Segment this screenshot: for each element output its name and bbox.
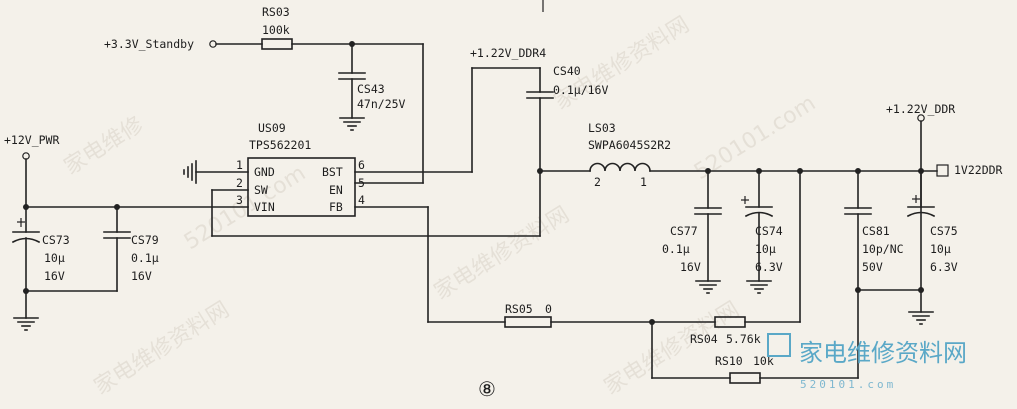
rs10-ref: RS10 (715, 354, 743, 368)
pin-name: GND (254, 165, 275, 179)
net-label-pwr12: +12V_PWR (4, 133, 59, 147)
cs81-value: 10p/NC (862, 242, 904, 256)
cs74-value: 10μ (755, 242, 776, 256)
svg-text:家电维修: 家电维修 (60, 112, 148, 180)
rs04-value: 5.76k (726, 332, 761, 346)
svg-text:520101.com: 520101.com (180, 161, 310, 255)
rs03-value: 100k (262, 23, 290, 37)
pin-name: EN (329, 183, 343, 197)
rs05-ref: RS05 (505, 302, 533, 316)
ground-symbol (339, 117, 365, 131)
logo-site: 520101.com (800, 378, 896, 391)
net-label-standby: +3.3V_Standby (104, 37, 194, 51)
svg-text:家电维修资料网: 家电维修资料网 (430, 202, 574, 305)
pin-num: 2 (236, 176, 243, 190)
ls03-part: SWPA6045S2R2 (588, 138, 671, 152)
ic-us09-body (247, 157, 356, 217)
resistor-rs03 (261, 38, 293, 50)
figure-number: ⑧ (478, 377, 496, 401)
ls03-ref: LS03 (588, 121, 616, 135)
pin-num: 6 (358, 158, 365, 172)
rs05-value: 0 (545, 302, 552, 316)
pin-name: VIN (254, 200, 275, 214)
pin-num: 4 (358, 193, 365, 207)
cs81-ref: CS81 (862, 224, 890, 238)
ls03-pin: 2 (594, 175, 601, 189)
cs40-ref: CS40 (553, 64, 581, 78)
cs43-ref: CS43 (357, 82, 385, 96)
cs75-voltage: 6.3V (930, 260, 958, 274)
inductor-ls03 (589, 162, 651, 172)
cs79-voltage: 16V (131, 269, 152, 283)
cs77-voltage: 16V (680, 260, 701, 274)
cs79-value: 0.1μ (131, 251, 159, 265)
pin-num: 3 (236, 193, 243, 207)
pin-name: SW (254, 183, 268, 197)
logo-text: 家电维修资料网 (799, 339, 967, 367)
pin-name: BST (322, 165, 343, 179)
rs10-value: 10k (753, 354, 774, 368)
rs03-ref: RS03 (262, 5, 290, 19)
ground-symbol (183, 160, 197, 184)
cs74-voltage: 6.3V (755, 260, 783, 274)
cs43-value: 47n/25V (357, 97, 406, 111)
rs04-ref: RS04 (690, 332, 718, 346)
ls03-pin: 1 (640, 175, 647, 189)
net-label-ddr: +1.22V_DDR (886, 102, 955, 116)
port-1v22ddr (936, 164, 949, 177)
ground-symbol (908, 311, 934, 325)
pin-num: 5 (358, 176, 365, 190)
svg-text:家电维修资料网: 家电维修资料网 (600, 297, 744, 400)
ddr-terminal (917, 114, 925, 122)
svg-text:家电维修资料网: 家电维修资料网 (90, 297, 234, 400)
site-logo: 家电维修资料网 520101.com (767, 333, 967, 391)
cs75-value: 10μ (930, 242, 951, 256)
resistor-rs05 (504, 316, 552, 328)
pin-num: 1 (236, 158, 243, 172)
cs77-value: 0.1μ (662, 242, 690, 256)
net-label-ddr4: +1.22V_DDR4 (470, 46, 546, 60)
cs40-value: 0.1μ/16V (553, 83, 608, 97)
cs74-ref: CS74 (755, 224, 783, 238)
cs73-value: 10μ (44, 251, 65, 265)
cs73-ref: CS73 (42, 233, 70, 247)
cs81-voltage: 50V (862, 260, 883, 274)
cs77-ref: CS77 (670, 224, 698, 238)
cs75-ref: CS75 (930, 224, 958, 238)
cs73-voltage: 16V (44, 269, 65, 283)
cs79-ref: CS79 (131, 233, 159, 247)
port-label: 1V22DDR (954, 163, 1003, 177)
ground-symbol (695, 280, 721, 294)
ic-ref: US09 (258, 121, 286, 135)
ground-symbol (746, 280, 772, 294)
pin-name: FB (329, 200, 343, 214)
ic-part: TPS562201 (249, 138, 311, 152)
ground-symbol (13, 317, 39, 331)
resistor-rs10 (729, 372, 761, 384)
